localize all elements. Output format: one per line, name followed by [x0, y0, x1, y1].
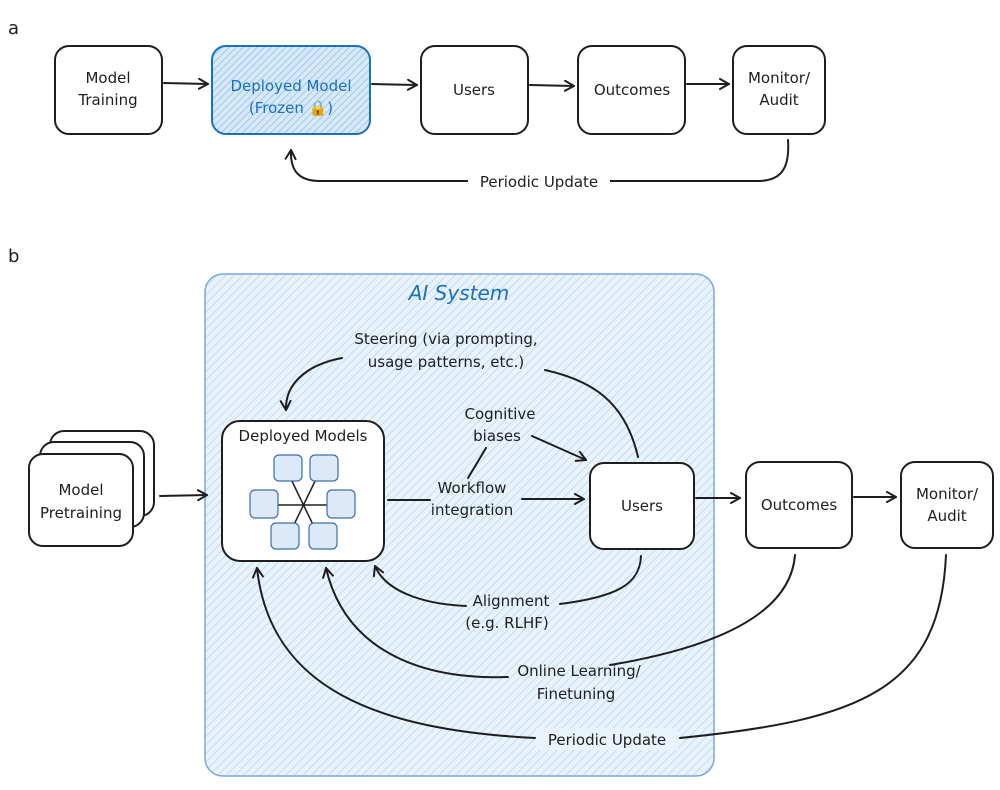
- arrow-training-to-deployed: [163, 77, 209, 90]
- panel-a-label: a: [8, 18, 19, 39]
- workflow-label-2: integration: [431, 501, 513, 519]
- outcomes-label-a: Outcomes: [594, 81, 670, 99]
- monitor-label-a-2: Audit: [759, 91, 798, 109]
- outcomes-box-a: Outcomes: [577, 45, 686, 135]
- outcomes-label-b: Outcomes: [761, 496, 837, 514]
- pretraining-label-2: Pretraining: [40, 504, 122, 522]
- arrow-users-to-outcomes: [529, 79, 575, 92]
- online-learning-label-2: Finetuning: [537, 685, 616, 703]
- model-training-box: Model Training: [54, 45, 163, 135]
- users-label-b: Users: [621, 497, 663, 515]
- model-pretraining-stack: Model Pretraining: [28, 430, 155, 547]
- monitor-label-b-2: Audit: [927, 507, 966, 525]
- model-training-label-2: Training: [77, 91, 137, 109]
- arrow-pretraining-to-deployed: [159, 489, 208, 502]
- online-learning-curve-left: [322, 567, 509, 679]
- steering-curve-left: [279, 357, 343, 411]
- periodic-update-label-b: Periodic Update: [548, 731, 666, 749]
- periodic-update-a-bg: [468, 170, 610, 192]
- panel-b-label: b: [8, 246, 19, 267]
- pretraining-label-1: Model: [58, 481, 103, 499]
- monitor-label-b-1: Monitor/: [916, 485, 979, 503]
- outcomes-box-b: Outcomes: [745, 461, 853, 549]
- deployed-models-box: Deployed Models: [221, 420, 385, 562]
- users-box-b: Users: [589, 462, 695, 550]
- model-cluster-icon: [249, 454, 356, 550]
- arrow-cognitive-biases: [531, 435, 587, 462]
- arrow-periodic-update-a: [284, 139, 790, 182]
- periodic-update-curve-left: [251, 567, 536, 739]
- deployed-model-label-2: (Frozen 🔒): [249, 99, 333, 117]
- periodic-update-curve-right: [679, 554, 947, 739]
- deployed-model-label-1: Deployed Model: [230, 77, 351, 95]
- alignment-label-2: (e.g. RLHF): [465, 614, 548, 632]
- users-label-a: Users: [453, 81, 495, 99]
- deployed-model-box: Deployed Model (Frozen 🔒): [211, 45, 371, 135]
- ai-system-title: AI System: [407, 281, 510, 305]
- workflow-label-1: Workflow: [438, 479, 507, 497]
- steering-curve-right: [544, 369, 639, 458]
- steering-label-1: Steering (via prompting,: [354, 330, 537, 348]
- alignment-curve-right: [559, 555, 642, 605]
- periodic-update-label-a: Periodic Update: [480, 173, 598, 191]
- cognitive-biases-label-2: biases: [473, 427, 521, 445]
- cognitive-biases-label-1: Cognitive: [464, 405, 535, 423]
- periodic-update-b-bg: [536, 728, 678, 750]
- online-learning-label-1: Online Learning/: [517, 662, 641, 680]
- connector-biases-workflow: [467, 447, 487, 479]
- alignment-label-1: Alignment: [473, 592, 550, 610]
- users-box-a: Users: [420, 45, 529, 135]
- monitor-label-a-1: Monitor/: [748, 69, 811, 87]
- alignment-curve-left: [372, 565, 467, 607]
- model-training-label-1: Model: [85, 69, 130, 87]
- steering-label-2: usage patterns, etc.): [368, 353, 524, 371]
- ai-system-container: AI System: [204, 273, 715, 777]
- monitor-audit-box-a: Monitor/ Audit: [732, 45, 826, 135]
- online-learning-curve-right: [609, 554, 796, 666]
- arrow-deployed-to-users: [371, 78, 418, 91]
- deployed-models-label: Deployed Models: [239, 427, 368, 445]
- monitor-audit-box-b: Monitor/ Audit: [900, 461, 994, 549]
